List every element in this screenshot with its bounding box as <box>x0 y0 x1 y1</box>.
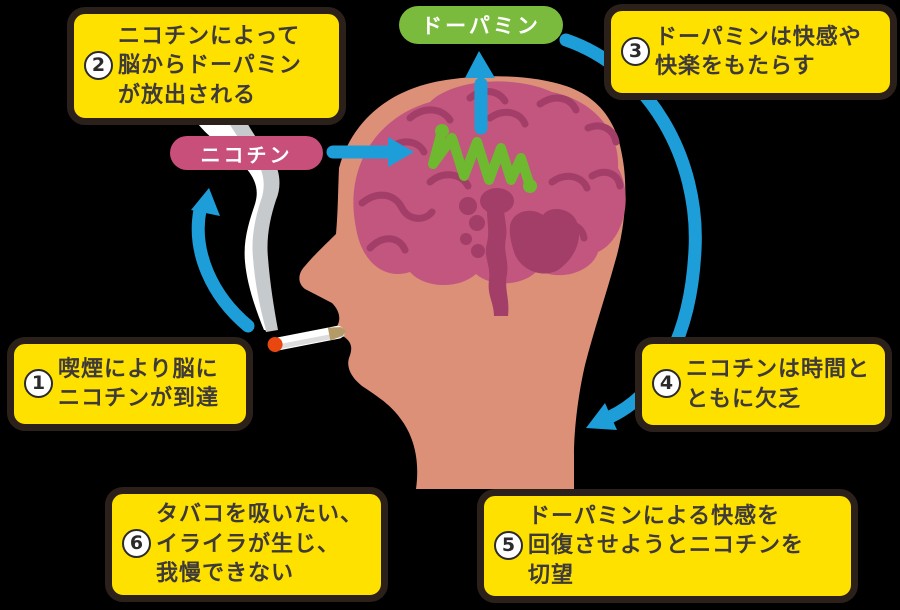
arrow-smoke-to-nicotine <box>191 203 255 333</box>
step-6-text: タバコを吸いたい、 イライラが生じ、 我慢できない <box>156 502 364 587</box>
brainstem-cerebellum <box>459 188 580 316</box>
step-3-box: 3 ドーパミンは快感や 快楽をもたらす <box>604 4 897 100</box>
step-5-text: ドーパミンによる快感を 回復させようとニコチンを 切望 <box>528 503 805 588</box>
cigarette-icon <box>267 325 346 352</box>
nicotine-badge-label: ニコチン <box>200 142 293 167</box>
step-2-number: 2 <box>84 50 113 80</box>
nicotine-badge: ニコチン <box>170 136 323 170</box>
step-5-number: 5 <box>494 530 523 560</box>
step-1-number: 1 <box>24 368 53 398</box>
step-6-number: 6 <box>122 529 151 558</box>
step-1-box: 1 喫煙により脳に ニコチンが到達 <box>7 337 253 431</box>
step-3-number: 3 <box>621 36 650 66</box>
step-6-box: 6 タバコを吸いたい、 イライラが生じ、 我慢できない <box>105 487 388 602</box>
step-4-number: 4 <box>652 369 681 398</box>
step-1-text: 喫煙により脳に ニコチンが到達 <box>58 356 220 411</box>
dopamine-badge-label: ドーパミン <box>421 14 541 38</box>
arrow-heads <box>191 51 617 430</box>
step-5-box: 5 ドーパミンによる快感を 回復させようとニコチンを 切望 <box>477 489 858 603</box>
step-3-text: ドーパミンは快感や 快楽をもたらす <box>655 24 862 79</box>
step-4-text: ニコチンは時間と ともに欠乏 <box>686 357 871 412</box>
step-2-box: 2 ニコチンによって 脳からドーパミン が放出される <box>67 7 346 125</box>
dopamine-zigzag <box>428 124 537 193</box>
step-4-box: 4 ニコチンは時間と ともに欠乏 <box>635 337 892 432</box>
cigarette-ember <box>267 336 283 352</box>
dopamine-badge: ドーパミン <box>399 6 563 44</box>
step-2-text: ニコチンによって 脳からドーパミン が放出される <box>118 23 302 108</box>
